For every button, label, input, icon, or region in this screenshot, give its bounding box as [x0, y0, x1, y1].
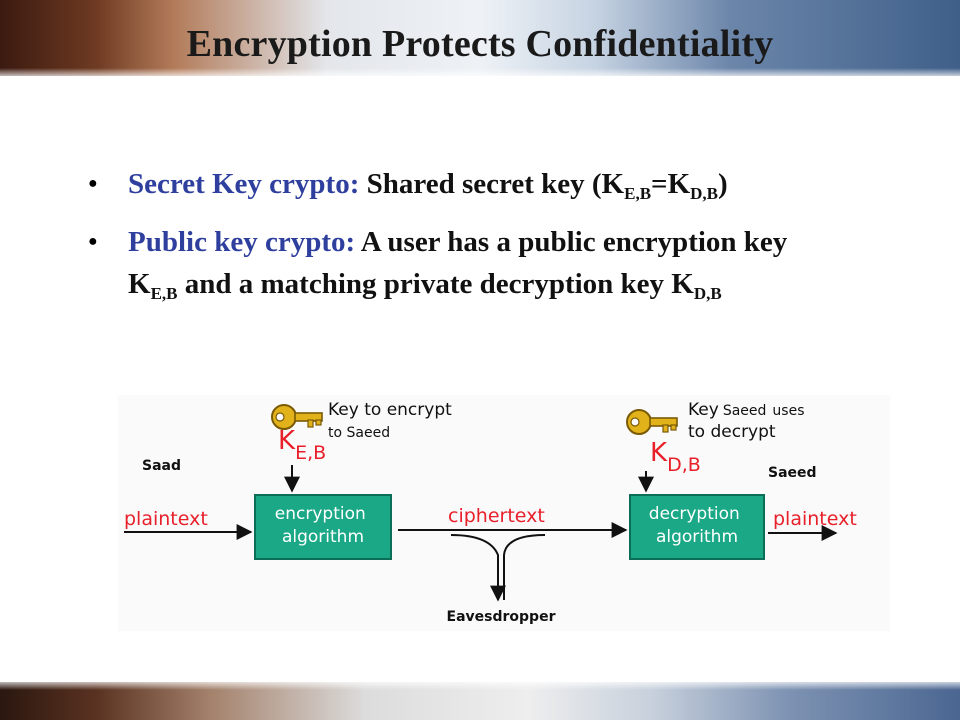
plaintext-out-label: plaintext: [773, 508, 857, 530]
footer-band: [0, 682, 960, 720]
bullet-dot: ●: [88, 233, 98, 250]
encryption-diagram: Key to encrypt to Saeed KE,B Saad plaint…: [118, 395, 890, 631]
bullet-public-key: ● Public key crypto: A user has a public…: [88, 221, 828, 305]
key-letter: K: [278, 426, 296, 456]
eavesdrop-tap-right: [503, 534, 546, 600]
sender-label: Saad: [142, 458, 181, 474]
box-line: algorithm: [656, 527, 738, 547]
bullet-text: ): [718, 168, 728, 200]
ciphertext-label: ciphertext: [448, 505, 545, 527]
bullet-secret-key: ● Secret Key crypto: Shared secret key (…: [88, 163, 828, 205]
key-letter: K: [650, 438, 668, 468]
bullet-lead: Secret Key crypto:: [128, 168, 360, 200]
plaintext-in-label: plaintext: [124, 508, 208, 530]
bullet-lead: Public key crypto:: [128, 226, 356, 258]
decryption-box-label: decryption algorithm: [649, 504, 745, 547]
bullet-text: =K: [651, 168, 691, 200]
key-icon: [271, 404, 323, 430]
enc-key-label: KE,B: [278, 426, 326, 464]
note-word: Saeed: [723, 403, 767, 419]
note-line: to Saeed: [328, 425, 390, 441]
encryption-box-label: encryption algorithm: [275, 504, 371, 547]
title-band: [0, 0, 960, 76]
decryption-box: [629, 494, 765, 560]
note-word: uses: [772, 403, 804, 419]
box-line: encryption: [275, 504, 366, 524]
box-line: algorithm: [282, 527, 364, 547]
bullet-text: Shared secret key (K: [359, 168, 625, 200]
note-line: to decrypt: [688, 422, 776, 442]
bullet-dot: ●: [88, 175, 98, 192]
subscript: E,B: [624, 184, 652, 203]
subscript: E,B: [150, 284, 178, 303]
encryption-box: [254, 494, 392, 560]
bullet-text: and a matching private decryption key K: [177, 268, 694, 300]
box-line: decryption: [649, 504, 740, 524]
note-line: Key to encrypt: [328, 400, 452, 420]
eavesdropper-label: Eavesdropper: [447, 609, 556, 625]
receiver-label: Saeed: [768, 465, 817, 481]
subscript: D,B: [693, 284, 722, 303]
slide-title: Encryption Protects Confidentiality: [186, 23, 774, 65]
dec-key-label: KD,B: [650, 438, 701, 476]
eavesdrop-tap-left: [450, 534, 506, 602]
key-icon: [626, 409, 678, 435]
enc-key-note: Key to encrypt to Saeed: [328, 400, 457, 441]
key-subscript: E,B: [295, 442, 326, 464]
subscript: D,B: [690, 184, 719, 203]
key-subscript: D,B: [667, 454, 701, 476]
note-word: Key: [688, 400, 719, 420]
bullet-text: A user has a public encryption key K: [128, 226, 788, 300]
bullet-list: ● Secret Key crypto: Shared secret key (…: [88, 163, 828, 321]
